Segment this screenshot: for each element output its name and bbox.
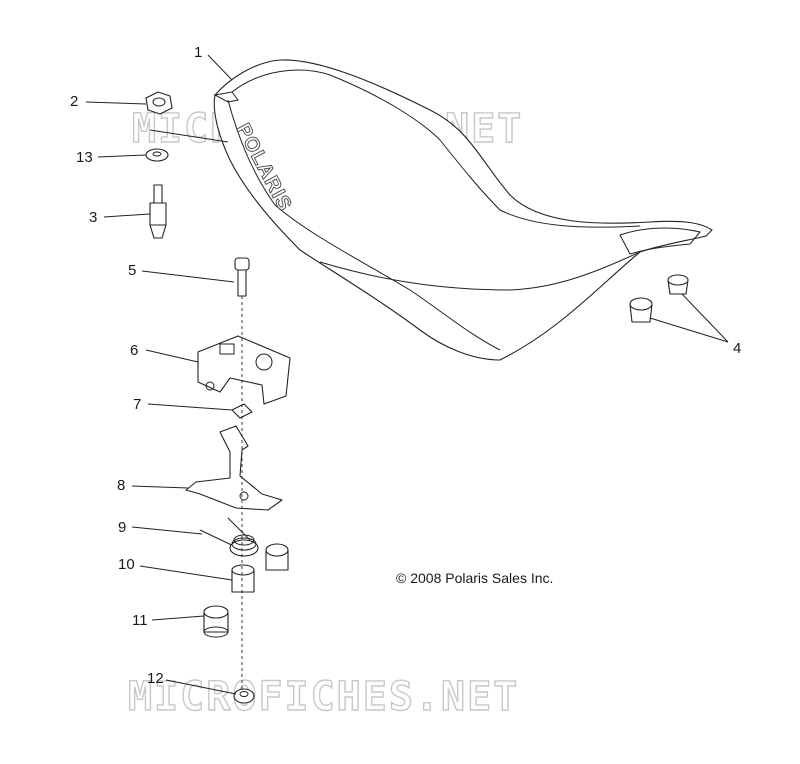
nut xyxy=(145,91,173,115)
leader-lines xyxy=(85,54,729,695)
callout-4: 4 xyxy=(733,340,741,357)
callout-3: 3 xyxy=(89,209,97,226)
pin xyxy=(234,257,250,297)
grommet xyxy=(203,605,229,638)
washer xyxy=(145,148,169,162)
bumpers xyxy=(629,274,689,323)
callout-9: 9 xyxy=(118,519,126,536)
callout-5: 5 xyxy=(128,262,136,279)
seat: POLARIS xyxy=(213,59,713,361)
lever xyxy=(185,425,283,511)
stud xyxy=(149,184,167,239)
callout-12: 12 xyxy=(147,670,164,687)
spring xyxy=(199,517,259,557)
bracket xyxy=(197,335,291,405)
bottom-nut xyxy=(233,688,255,704)
callout-1: 1 xyxy=(194,44,202,61)
callout-11: 11 xyxy=(132,612,148,629)
callout-7: 7 xyxy=(133,396,141,413)
callout-2: 2 xyxy=(70,93,78,110)
callout-6: 6 xyxy=(130,342,138,359)
callout-13: 13 xyxy=(76,149,93,166)
callout-8: 8 xyxy=(117,477,125,494)
callout-10: 10 xyxy=(118,556,135,573)
watermark-bottom: MICROFICHES.NET xyxy=(128,674,519,720)
copyright-text: © 2008 Polaris Sales Inc. xyxy=(396,570,553,586)
spacer xyxy=(231,543,289,593)
